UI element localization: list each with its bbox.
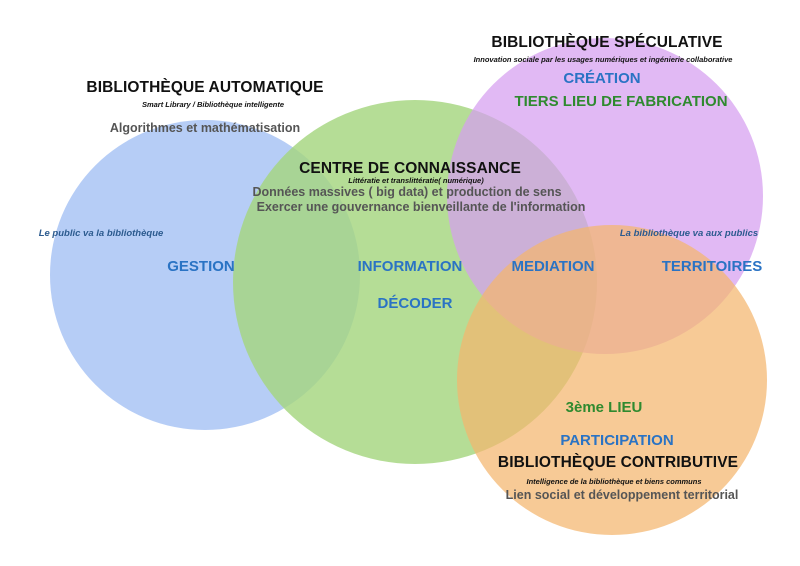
connaissance-subtitle: Littératie et translittératie( numérique…: [348, 176, 484, 185]
speculative-title: BIBLIOTHÈQUE SPÉCULATIVE: [491, 34, 723, 51]
speculative-tiers-lieu: TIERS LIEU DE FABRICATION: [514, 93, 728, 110]
connaissance-line2: Exercer une gouvernance bienveillante de…: [256, 200, 586, 214]
connaissance-line1: Données massives ( big data) et producti…: [252, 185, 562, 199]
contributive-theme: Lien social et développement territorial: [505, 488, 739, 502]
circle-contributive: [457, 225, 767, 535]
keyword-decoder: DÉCODER: [377, 295, 453, 312]
contributive-participation: PARTICIPATION: [560, 432, 674, 449]
contributive-title: BIBLIOTHÈQUE CONTRIBUTIVE: [497, 454, 739, 471]
automatique-side-note: Le public va la bibliothèque: [38, 228, 164, 239]
speculative-creation: CRÉATION: [563, 70, 641, 87]
keyword-mediation: MEDIATION: [511, 258, 595, 275]
keyword-gestion: GESTION: [167, 258, 235, 275]
keyword-territoires: TERRITOIRES: [661, 258, 763, 275]
automatique-title: BIBLIOTHÈQUE AUTOMATIQUE: [86, 79, 324, 96]
connaissance-title: CENTRE DE CONNAISSANCE: [299, 160, 521, 177]
contributive-subtitle: Intelligence de la bibliothèque et biens…: [526, 477, 702, 486]
right-side-note: La bibliothèque va aux publics: [619, 228, 759, 239]
speculative-subtitle: Innovation sociale par les usages numéri…: [473, 55, 733, 64]
automatique-subtitle: Smart Library / Bibliothèque intelligent…: [141, 100, 285, 109]
contributive-troisieme-lieu: 3ème LIEU: [565, 399, 643, 416]
automatique-theme: Algorithmes et mathématisation: [109, 121, 301, 135]
keyword-information: INFORMATION: [357, 258, 463, 275]
